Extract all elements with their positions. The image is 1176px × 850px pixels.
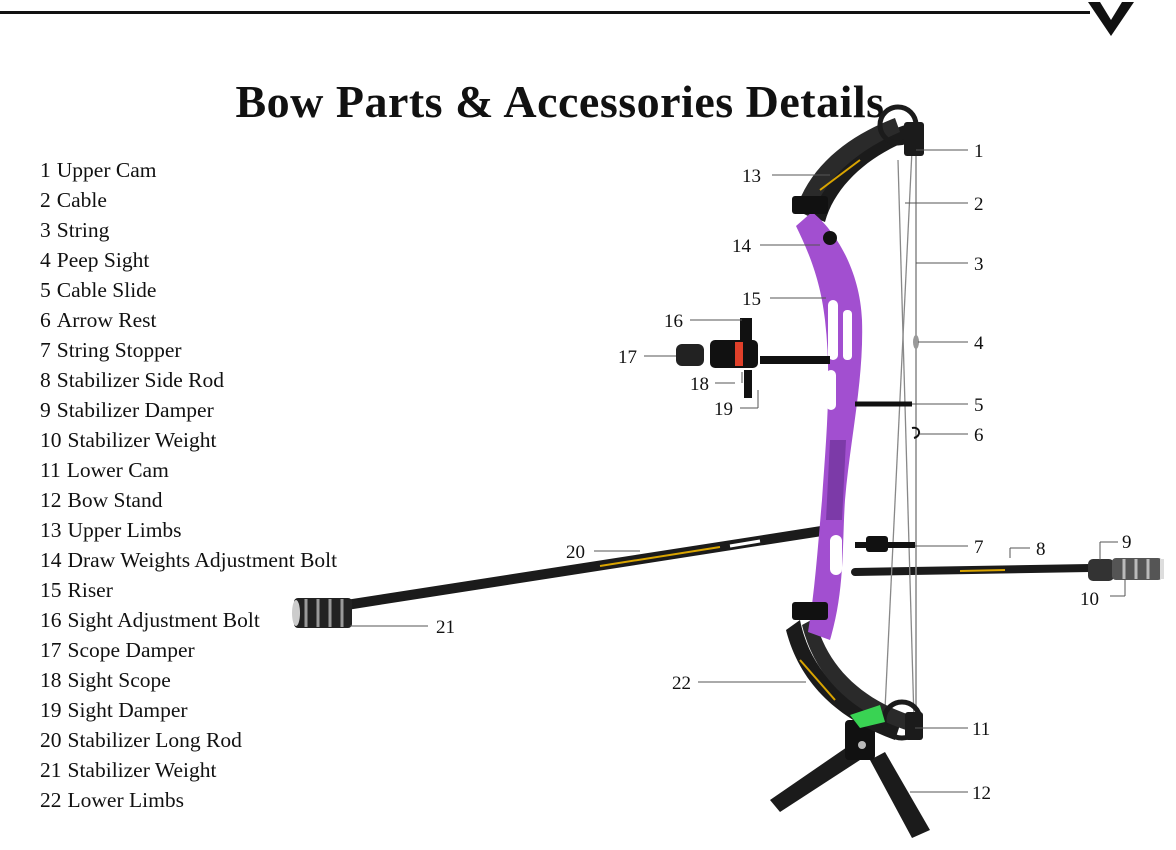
- callout-8: 8: [1036, 539, 1046, 560]
- string-stopper: [855, 536, 915, 552]
- chevron-down-icon: [1088, 2, 1134, 36]
- page-title: Bow Parts & Accessories Details: [235, 75, 885, 127]
- arrow-rest: [911, 426, 920, 439]
- stabilizer-long-rod: [335, 525, 833, 611]
- lower-cam: [850, 699, 923, 741]
- draw-weight-bolt: [792, 196, 837, 620]
- bow-string: [883, 149, 917, 731]
- peep-sight: [913, 335, 919, 349]
- stabilizer-weight-side: [1112, 558, 1164, 580]
- upper-limbs: [796, 118, 910, 222]
- callout-17: 17: [618, 347, 637, 368]
- top-rule: [0, 11, 1090, 14]
- stabilizer-side-rod: [851, 564, 1094, 576]
- callout-5: 5: [974, 395, 984, 416]
- callout-20: 20: [566, 542, 585, 563]
- bow-stand: [770, 720, 930, 838]
- callout-leaders: [350, 149, 1126, 793]
- callout-1: 1: [974, 141, 984, 162]
- callout-4: 4: [974, 333, 984, 354]
- callout-10: 10: [1080, 589, 1099, 610]
- callout-22: 22: [672, 673, 691, 694]
- callout-21: 21: [436, 617, 455, 638]
- callout-7: 7: [974, 537, 984, 558]
- callout-15: 15: [742, 289, 761, 310]
- callout-18: 18: [690, 374, 709, 395]
- sight-assembly: [676, 318, 830, 398]
- stabilizer-damper: [1088, 559, 1114, 581]
- callout-6: 6: [974, 425, 984, 446]
- callout-12: 12: [972, 783, 991, 804]
- callout-2: 2: [974, 194, 984, 215]
- stabilizer-weight-long: [292, 598, 352, 628]
- callout-3: 3: [974, 254, 984, 275]
- riser: [796, 212, 863, 640]
- callout-13: 13: [742, 166, 761, 187]
- callout-19: 19: [714, 399, 733, 420]
- upper-cam: [877, 104, 924, 156]
- callout-14: 14: [732, 236, 752, 257]
- callout-9: 9: [1122, 532, 1132, 553]
- callout-16: 16: [664, 311, 683, 332]
- callout-11: 11: [972, 719, 990, 740]
